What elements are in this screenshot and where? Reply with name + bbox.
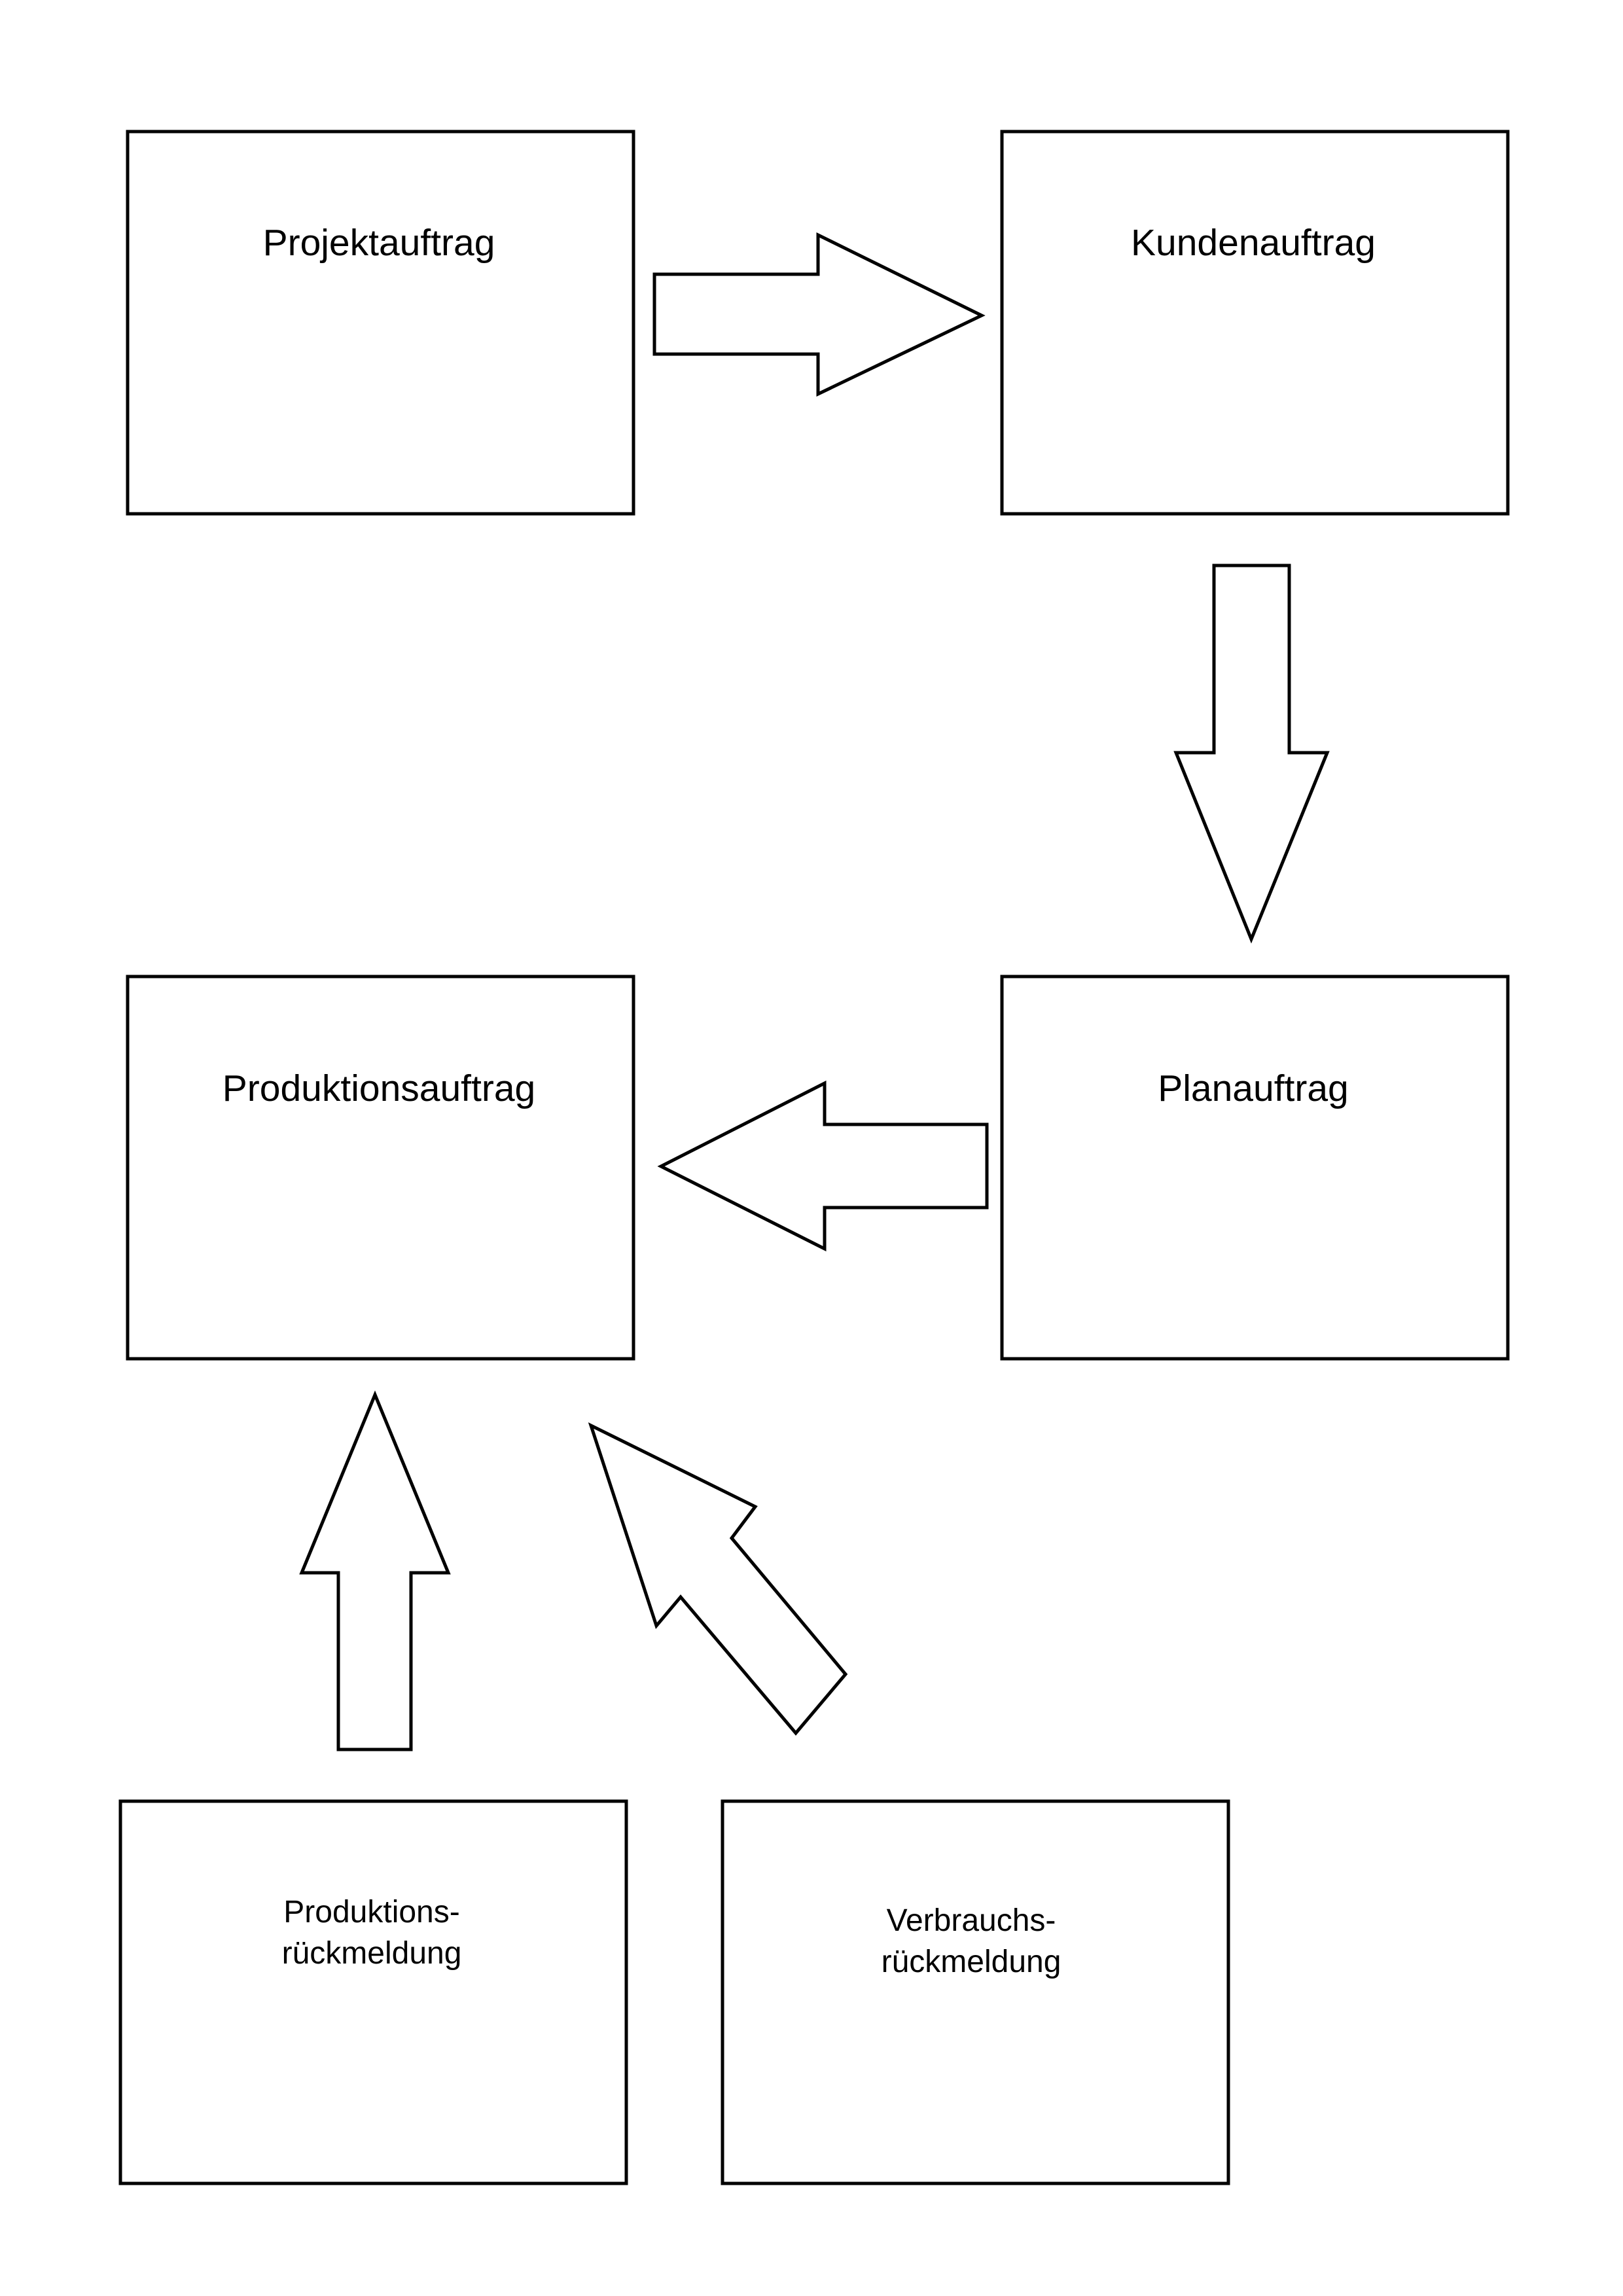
node-verbrauchsrueckmeldung-label-line2: rückmeldung xyxy=(882,1945,1061,1979)
node-projektauftrag: Projektauftrag xyxy=(126,130,635,516)
node-produktionsauftrag-box xyxy=(126,975,635,1361)
node-planauftrag-label: Planauftrag xyxy=(1158,1067,1349,1109)
arrow-right-projekt-to-kunden xyxy=(652,232,986,397)
node-produktionsauftrag: Produktionsauftrag xyxy=(126,975,635,1361)
node-kundenauftrag: Kundenauftrag xyxy=(1000,130,1510,516)
node-planauftrag: Planauftrag xyxy=(1000,975,1510,1361)
node-produktionsrueckmeldung-label-line2: rückmeldung xyxy=(282,1936,462,1971)
node-verbrauchsrueckmeldung-label-line1: Verbrauchs- xyxy=(887,1903,1056,1938)
node-projektauftrag-box xyxy=(126,130,635,516)
arrow-left-plan-to-produktion xyxy=(657,1080,989,1252)
node-kundenauftrag-box xyxy=(1000,130,1510,516)
arrow-down-kunden-to-plan xyxy=(1173,564,1330,944)
node-produktionsrueckmeldung-label-line1: Produktions- xyxy=(283,1895,459,1929)
arrow-diagonal-verbrauch-to-produktion xyxy=(588,1422,848,1736)
node-planauftrag-box xyxy=(1000,975,1510,1361)
node-verbrauchsrueckmeldung: Verbrauchs- rückmeldung xyxy=(721,1799,1230,2185)
node-produktionsrueckmeldung-box xyxy=(118,1799,628,2185)
node-produktionsrueckmeldung: Produktions- rückmeldung xyxy=(118,1799,628,2185)
node-kundenauftrag-label: Kundenauftrag xyxy=(1131,222,1376,264)
node-projektauftrag-label: Projektauftrag xyxy=(263,222,495,264)
node-produktionsauftrag-label: Produktionsauftrag xyxy=(223,1067,535,1109)
arrow-up-rueckmeldung-to-produktion xyxy=(299,1390,451,1751)
node-verbrauchsrueckmeldung-box xyxy=(721,1799,1230,2185)
